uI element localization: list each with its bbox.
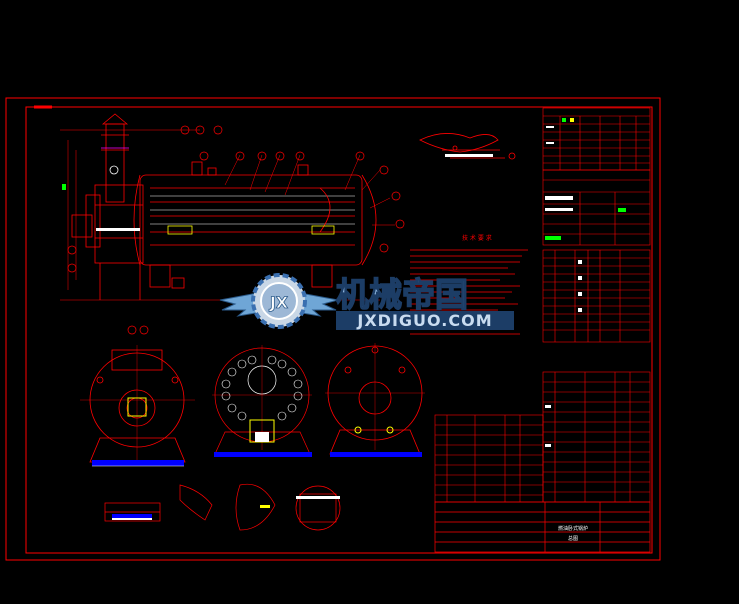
parts-list-cells	[545, 405, 551, 447]
detail-views-accent	[112, 496, 340, 520]
boiler-accent-lines	[62, 165, 335, 235]
notes-header: 技 术 要 求	[462, 234, 492, 242]
part-balloons-elevation	[67, 125, 405, 335]
burner-detail-accent	[445, 154, 493, 157]
end-view-left-accent	[92, 397, 184, 467]
end-view-right-accent	[330, 426, 422, 457]
watermark-title: 机械帝国	[336, 275, 468, 314]
detail-views-bottom	[104, 483, 341, 531]
drawing-border	[5, 97, 661, 561]
tube-holes	[221, 355, 303, 421]
title-block-code: 总图	[568, 535, 578, 542]
watermark-domain: JXDIGUO.COM	[356, 311, 492, 330]
burner-detail-view	[419, 133, 516, 160]
end-view-left	[80, 345, 195, 463]
boiler-elevation-view	[60, 113, 395, 301]
watermark-logo-letters: JX	[269, 293, 289, 312]
tube-sheet-accent	[214, 419, 312, 457]
spec-table-middle-cells	[545, 196, 626, 240]
title-block	[434, 501, 651, 553]
nozzle-table	[542, 249, 651, 343]
title-block-name: 燃油卧式锅炉	[558, 525, 588, 532]
parts-list-table-2	[434, 414, 544, 503]
site-watermark: JX 机械帝国 JXDIGUO.COM	[219, 273, 514, 330]
nozzle-table-cells	[578, 260, 582, 312]
spec-table-top	[542, 107, 651, 171]
spec-table-top-cells	[546, 118, 574, 144]
spec-table-middle	[542, 169, 651, 246]
